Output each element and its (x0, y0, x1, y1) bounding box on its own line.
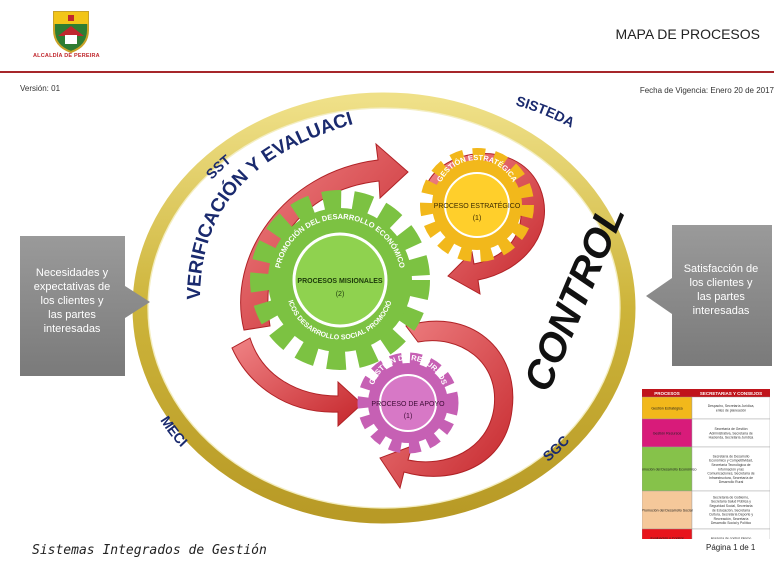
legend-units-cell (691, 446, 770, 492)
input-line: Necesidades y (36, 267, 109, 279)
output-line: los clientes y (690, 277, 753, 289)
gear-missional (250, 190, 430, 370)
legend-units-label: Despacho, Secretaría Jurídica,entes de p… (708, 404, 755, 412)
legend-units-cell (691, 528, 770, 539)
legend-process-label: Evaluación y Control (651, 537, 684, 540)
process-legend-table: PROCESOS SECRETARIAS Y CONSEJOS Gestión Es… (642, 389, 770, 539)
strategic-title: PROCESO ESTRATÉGICO (434, 201, 521, 210)
header-divider (0, 71, 774, 73)
footer-title: Sistemas Integrados de Gestión (32, 543, 267, 558)
legend-header-bg (642, 389, 770, 397)
output-text: Satisfacción de los clientes y las parte… (684, 263, 759, 317)
input-line: expectativas de (34, 281, 110, 293)
support-number: (1) (404, 413, 413, 420)
strategic-number: (1) (473, 215, 482, 222)
legend-process-label: Gestión Estratégica (651, 407, 682, 411)
alcaldia-logo (48, 8, 94, 54)
output-line: Satisfacción de (684, 263, 759, 275)
page-title: MAPA DE PROCESOS (615, 26, 760, 42)
output-line: interesadas (693, 305, 750, 317)
legend-process-label: Gestión Recursos (653, 432, 682, 436)
legend-units-label: Asesoría de control interno (711, 536, 752, 539)
legend-units-cell (691, 490, 770, 530)
legend-grid: PROCESOS SECRETARIAS Y CONSEJOS Gestión Es… (642, 389, 770, 539)
legend-units-label: Secretaría de Gobierno,Secretaría Salud … (709, 495, 753, 525)
legend-header: SECRETARIAS Y CONSEJOS (700, 391, 762, 396)
legend-header: PROCESOS (654, 391, 680, 396)
legend-units-cell (691, 418, 770, 448)
coat-of-arms-icon (53, 11, 89, 54)
output-line: las partes (697, 291, 745, 303)
missional-number: (2) (336, 291, 345, 298)
input-arrow (20, 236, 150, 376)
page-number: Página 1 de 1 (706, 543, 756, 552)
logo-caption: ALCALDÍA DE PEREIRA (33, 53, 100, 59)
validity-date: Fecha de Vigencia: Enero 20 de 2017 (639, 86, 774, 95)
legend-process-cell (642, 418, 693, 448)
version-label: Versión: 01 (20, 84, 61, 93)
label-sisteda: SISTEDA (514, 93, 577, 131)
input-line: las partes (48, 309, 96, 321)
gear-strategic (420, 148, 534, 262)
gear-support (357, 352, 459, 454)
output-arrow (646, 225, 772, 366)
input-text: Necesidades y expectativas de los client… (34, 267, 110, 335)
legend-process-label: Promoción del Desarrollo Económico (642, 468, 697, 472)
missional-title: PROCESOS MISIONALES (297, 278, 383, 285)
legend-process-label: Promoción del Desarrollo Social (642, 509, 693, 513)
input-line: interesadas (44, 323, 101, 335)
input-line: los clientes y (41, 295, 104, 307)
support-title: PROCESO DE APOYO (371, 401, 445, 408)
